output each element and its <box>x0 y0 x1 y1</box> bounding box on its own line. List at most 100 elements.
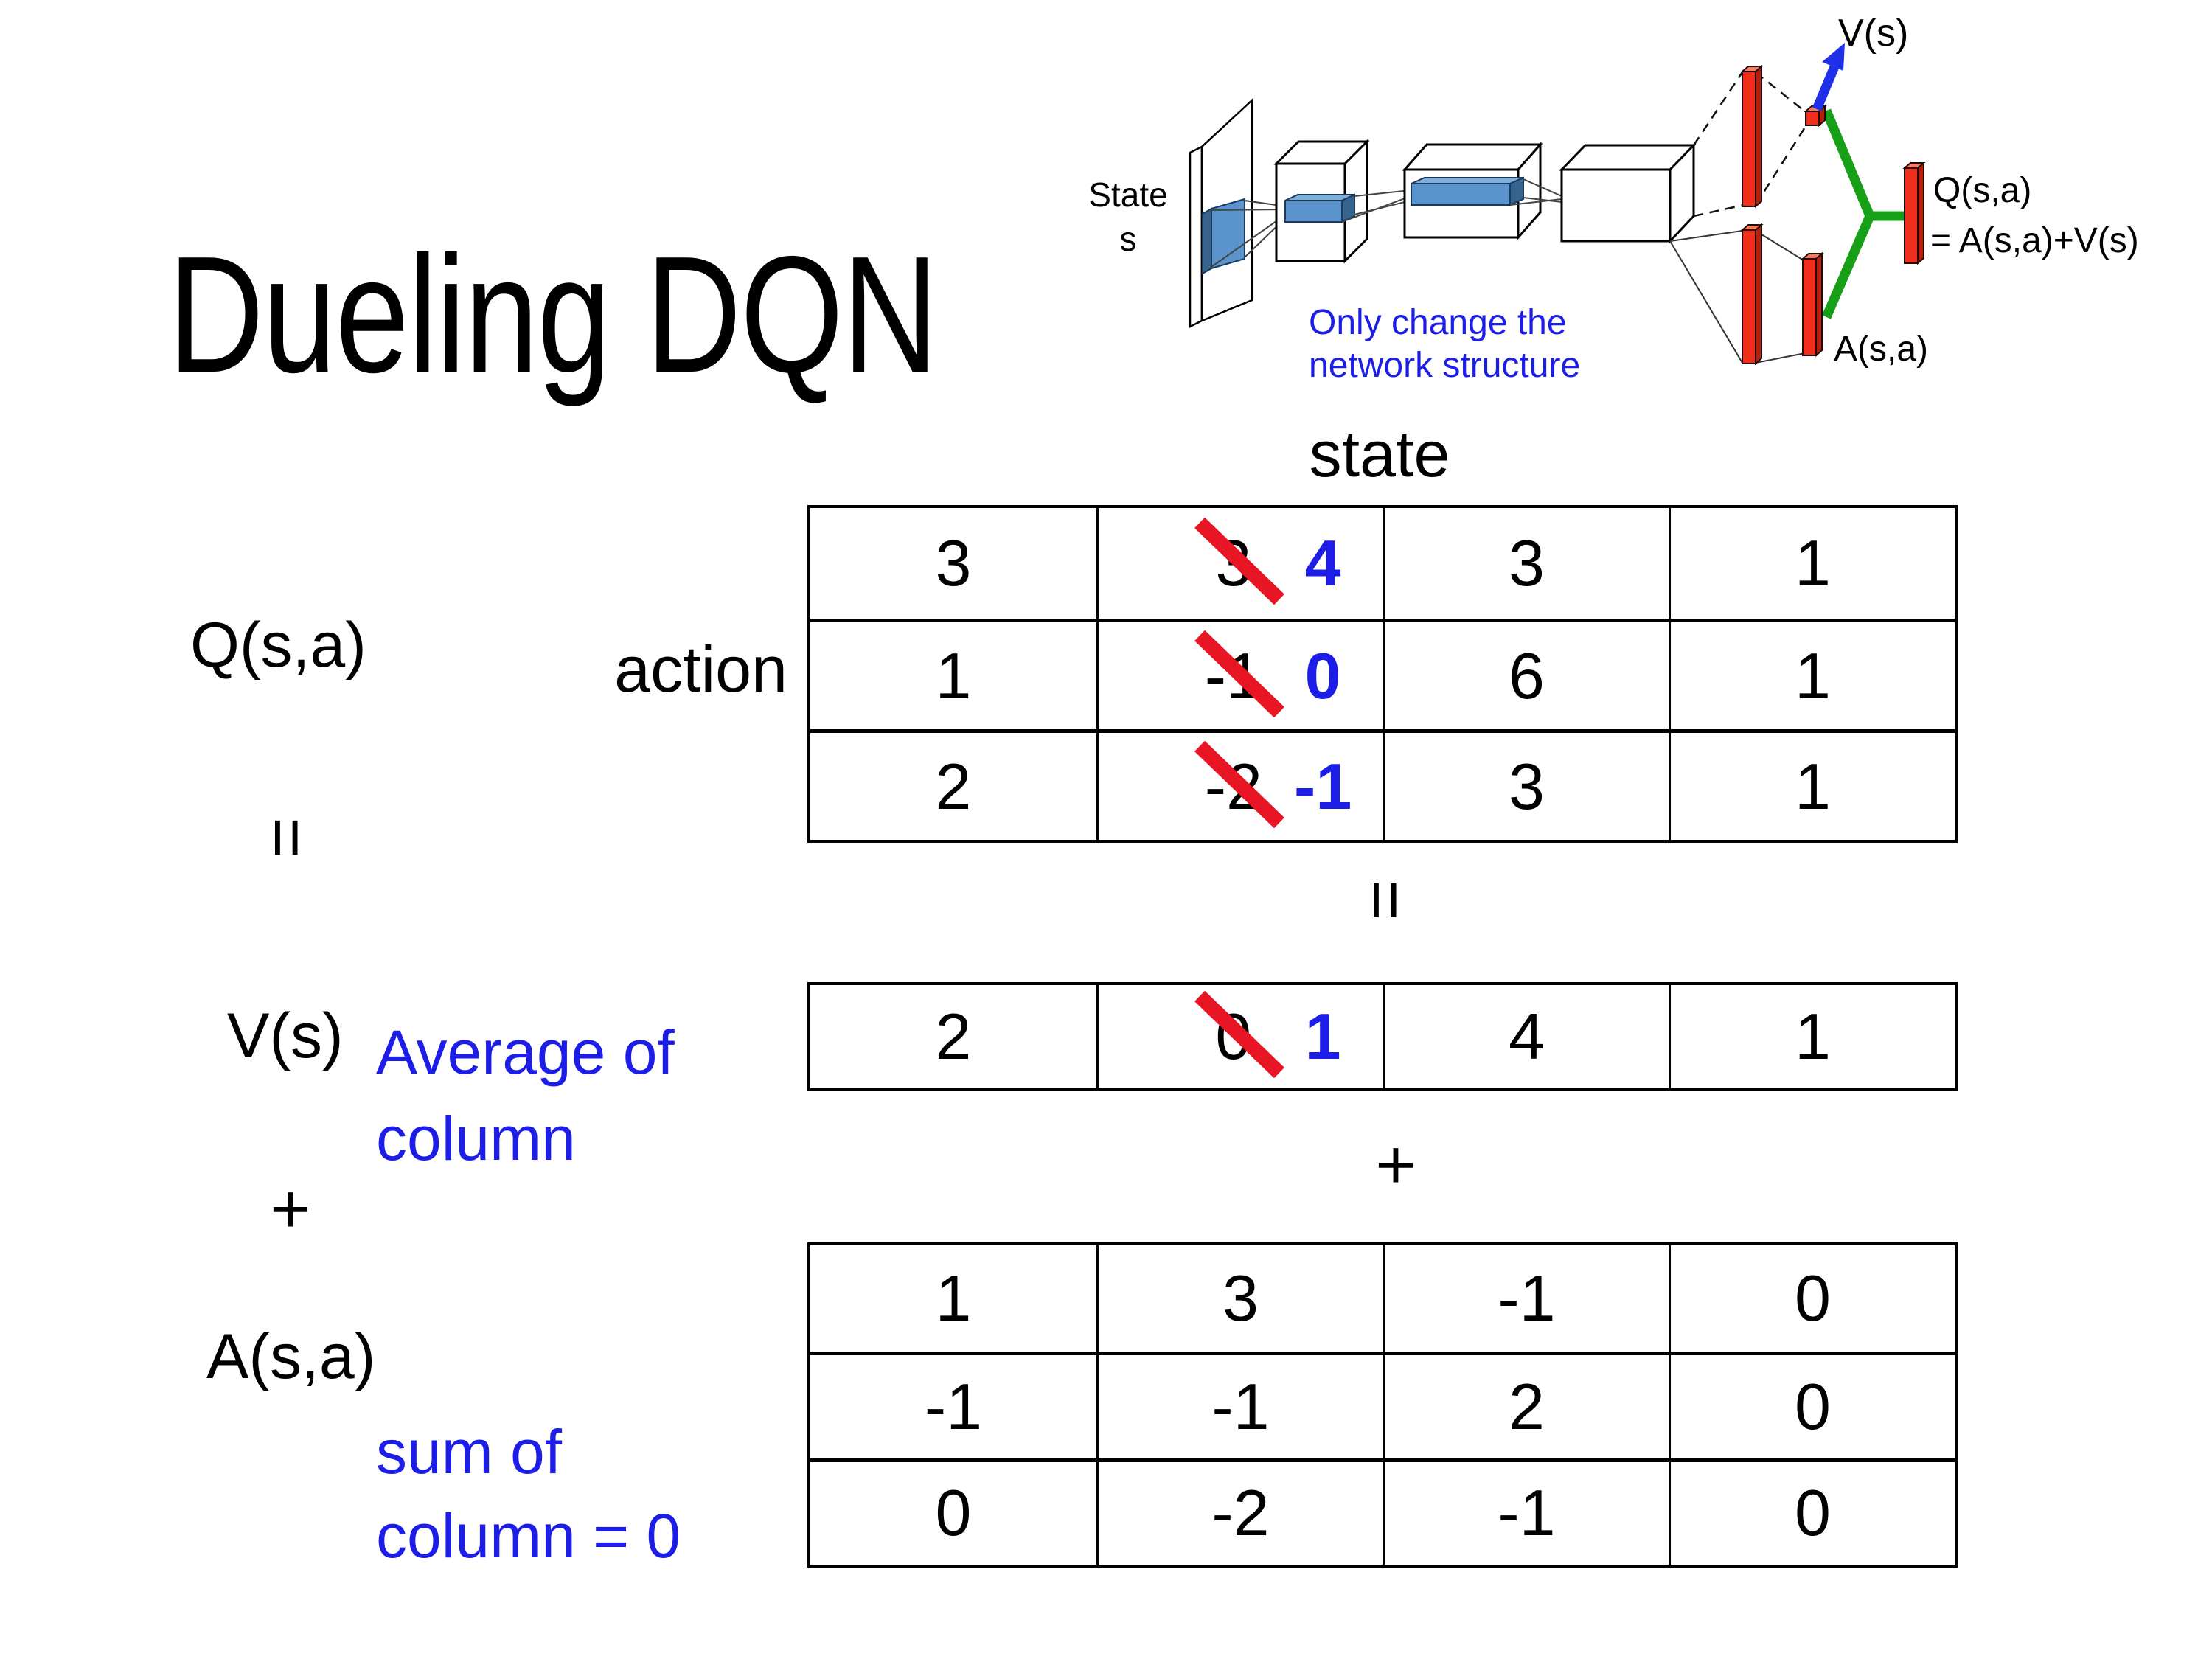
table-cell: 2 <box>810 985 1096 1088</box>
fan-line <box>1341 195 1411 223</box>
equals-left-symbol: = <box>248 817 327 858</box>
dashed-connector <box>1754 123 1809 206</box>
table-cell: 2 <box>1382 1352 1669 1458</box>
input-plate-side <box>1189 145 1203 329</box>
state-label: State <box>1088 175 1167 214</box>
cell-value: -1 <box>1211 1369 1270 1443</box>
solid-connector <box>1669 230 1743 242</box>
table-cell: 3 <box>1382 729 1669 840</box>
conv-filter-front <box>1211 198 1245 270</box>
feature-slab2-front <box>1284 200 1343 223</box>
dashed-connector <box>1755 72 1806 113</box>
v-annotation-line1: Average of <box>376 1018 675 1087</box>
cell-value: 0 <box>1795 1262 1831 1335</box>
a-term-label: A(s,a) <box>206 1321 376 1392</box>
table-cell: 0 <box>1669 1458 1955 1565</box>
solid-connector <box>1669 240 1743 364</box>
solid-connector <box>1755 352 1806 364</box>
conv-box3-top <box>1402 143 1543 171</box>
table-cell: -1 <box>1382 1458 1669 1565</box>
plus-left-symbol: + <box>270 1169 311 1248</box>
plus-center-symbol: + <box>1375 1125 1416 1204</box>
dashed-connector <box>1692 69 1745 146</box>
q-output-label-line1: Q(s,a) <box>1933 171 2031 210</box>
value-stream-bar <box>1740 64 1764 209</box>
table-cell: 3 <box>1096 1245 1382 1352</box>
fan-line <box>1523 178 1562 197</box>
diagram-note-line1: Only change the <box>1309 303 1567 342</box>
feature-slab3-front <box>1411 183 1511 206</box>
table-cell: 0 <box>810 1458 1096 1565</box>
a-annotation-line2: column = 0 <box>376 1501 681 1571</box>
cell-value: 1 <box>1795 749 1831 823</box>
cell-value: 1 <box>935 639 972 712</box>
q-output-label-line2: = A(s,a)+V(s) <box>1930 221 2139 260</box>
page-title: Dueling DQN <box>168 221 938 407</box>
cell-value: 2 <box>1509 1369 1545 1443</box>
table-cell: -10 <box>1096 619 1382 729</box>
solid-connector <box>1755 230 1804 261</box>
q-output-bar <box>1902 161 1926 265</box>
v-output-arrow <box>1812 43 1845 111</box>
cell-value: -2 <box>1211 1476 1270 1550</box>
dashed-connector <box>1693 204 1745 218</box>
a-vector-bar <box>1801 251 1824 358</box>
v-table: 2 01 4 1 <box>807 982 1958 1091</box>
cell-value: 6 <box>1509 639 1545 712</box>
table-cell: 34 <box>1096 508 1382 619</box>
advantage-stream-bar <box>1740 223 1764 366</box>
cell-value: 0 <box>935 1476 972 1550</box>
feature-slab3-top <box>1411 177 1524 184</box>
table-cell: 1 <box>1669 729 1955 840</box>
table-cell: 1 <box>1669 619 1955 729</box>
cell-value: 1 <box>935 1262 972 1335</box>
table-cell: 1 <box>810 619 1096 729</box>
fan-line <box>1211 209 1287 211</box>
v-annotation-line2: column <box>376 1104 576 1173</box>
table-cell: -1 <box>1096 1352 1382 1458</box>
cell-value: 4 <box>1509 1000 1545 1073</box>
cell-value: 2 <box>935 1000 972 1073</box>
a-output-label: A(s,a) <box>1834 330 1928 369</box>
fan-line <box>1509 198 1562 206</box>
table-cell: 3 <box>1382 508 1669 619</box>
table-cell: 0 <box>1669 1245 1955 1352</box>
a-annotation: sum of column = 0 <box>376 1410 681 1578</box>
cell-value: -1 <box>1498 1476 1556 1550</box>
cell-value: 3 <box>1509 526 1545 599</box>
action-axis-label: action <box>614 633 787 706</box>
fc-box-front <box>1560 168 1672 243</box>
replacement-value: 4 <box>1304 526 1341 599</box>
replacement-value: 1 <box>1304 1000 1341 1073</box>
state-sub-label: s <box>1120 220 1137 258</box>
cell-value: 0 <box>1795 1476 1831 1550</box>
table-cell: 1 <box>1669 985 1955 1088</box>
table-cell: 6 <box>1382 619 1669 729</box>
table-cell: 3 <box>810 508 1096 619</box>
fan-line <box>1211 213 1287 268</box>
fan-line <box>1354 189 1411 197</box>
table-cell: 1 <box>810 1245 1096 1352</box>
table-cell: -2-1 <box>1096 729 1382 840</box>
diagram-note-line2: network structure <box>1309 346 1580 385</box>
state-axis-label: state <box>1309 417 1450 490</box>
aggregation-junction <box>1821 108 1905 319</box>
cell-value: 1 <box>1795 639 1831 712</box>
cell-value: 1 <box>1795 1000 1831 1073</box>
cell-value: 3 <box>935 526 972 599</box>
cell-value: 0 <box>1795 1369 1831 1443</box>
table-cell: -1 <box>1382 1245 1669 1352</box>
table-cell: 0 <box>1669 1352 1955 1458</box>
table-cell: 2 <box>810 729 1096 840</box>
v-output-label: V(s) <box>1838 12 1908 55</box>
v-term-label: V(s) <box>227 1001 344 1071</box>
cell-value: 2 <box>935 749 972 823</box>
replacement-value: -1 <box>1294 749 1352 823</box>
replacement-value: 0 <box>1304 639 1341 712</box>
fan-line <box>1523 197 1562 203</box>
table-cell: 01 <box>1096 985 1382 1088</box>
q-term-label: Q(s,a) <box>190 610 366 681</box>
